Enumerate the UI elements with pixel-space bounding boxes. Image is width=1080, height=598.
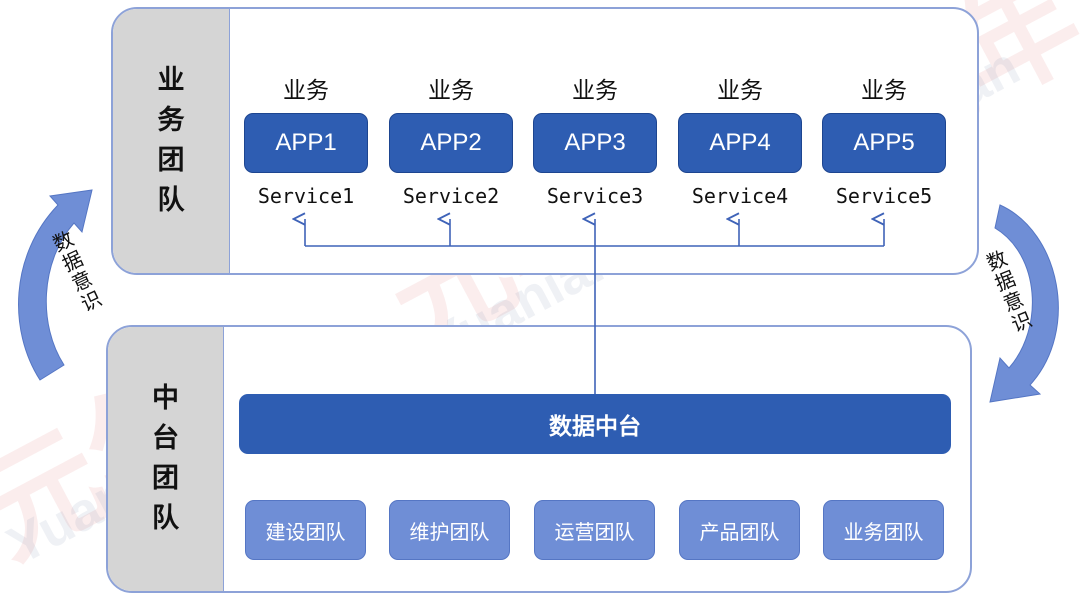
platform-team-label-char: 团 <box>152 463 179 494</box>
app-box-1: APP1 <box>244 113 368 173</box>
service-label-3: Service3 <box>546 184 644 208</box>
team-box-business: 业务团队 <box>823 500 944 560</box>
team-box-maintenance: 维护团队 <box>389 500 510 560</box>
team-box-construction: 建设团队 <box>245 500 366 560</box>
left-cycle-label: 数据意识 <box>46 227 106 318</box>
platform-team-label-char: 队 <box>152 503 179 534</box>
app-category-label: 业务 <box>283 78 329 104</box>
service-label-1: Service1 <box>257 184 355 208</box>
service-label-5: Service5 <box>835 184 933 208</box>
business-team-label: 业 务 团 队 <box>113 9 230 273</box>
app-box-2: APP2 <box>389 113 513 173</box>
business-team-label-char: 队 <box>157 185 185 216</box>
app-category-label: 业务 <box>428 78 474 104</box>
platform-team-label: 中 台 团 队 <box>108 327 224 591</box>
app-box-3: APP3 <box>533 113 657 173</box>
service-label-4: Service4 <box>691 184 789 208</box>
platform-team-label-char: 中 <box>152 383 179 414</box>
app-category-label: 业务 <box>861 78 907 104</box>
team-box-product: 产品团队 <box>679 500 800 560</box>
platform-team-label-char: 台 <box>152 423 179 454</box>
app-box-5: APP5 <box>822 113 946 173</box>
app-box-4: APP4 <box>678 113 802 173</box>
service-label-2: Service2 <box>402 184 500 208</box>
team-box-operations: 运营团队 <box>534 500 655 560</box>
business-team-label-char: 务 <box>157 105 185 136</box>
app-category-label: 业务 <box>572 78 618 104</box>
data-platform-bar: 数据中台 <box>239 394 951 454</box>
app-category-label: 业务 <box>717 78 763 104</box>
business-team-label-char: 团 <box>157 145 185 176</box>
business-team-label-char: 业 <box>157 65 185 96</box>
right-cycle-label: 数据意识 <box>980 246 1036 338</box>
